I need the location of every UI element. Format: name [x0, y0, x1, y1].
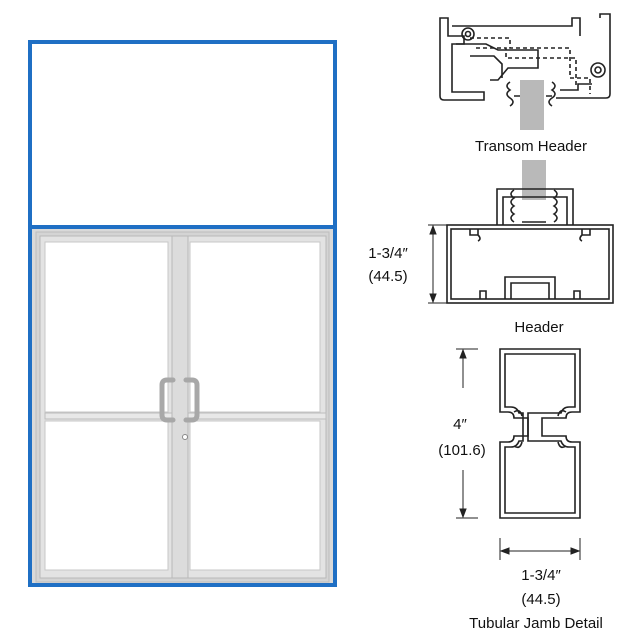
transom-glass-insert	[520, 80, 544, 130]
header-dimension-mm: (44.5)	[368, 268, 407, 285]
transom-panel	[28, 40, 337, 229]
jamb-width-mm: (44.5)	[521, 591, 560, 608]
right-door-upper-glass	[189, 241, 321, 413]
tubular-jamb-label: Tubular Jamb Detail	[469, 615, 603, 632]
right-door-handle	[183, 377, 200, 423]
right-door	[179, 235, 327, 579]
jamb-width-in: 1-3/4″	[521, 567, 561, 584]
door-elevation	[28, 40, 337, 587]
right-door-lower-glass	[189, 420, 321, 571]
left-door-handle	[159, 377, 176, 423]
left-door-push-bar	[44, 412, 177, 420]
left-door-lower-glass	[44, 420, 169, 571]
header-glass-insert	[522, 160, 546, 200]
jamb-width-dimension	[499, 538, 581, 560]
header-dimension	[428, 224, 447, 304]
left-door	[39, 235, 177, 579]
left-door-upper-glass	[44, 241, 169, 413]
lock-cylinder	[182, 434, 188, 440]
tubular-jamb-section	[499, 348, 581, 519]
transom-header-section	[439, 13, 611, 130]
jamb-height-mm: (101.6)	[438, 442, 486, 459]
jamb-height-in: 4″	[453, 416, 467, 433]
transom-header-label: Transom Header	[475, 138, 587, 155]
right-door-push-bar	[179, 412, 327, 420]
header-dimension-in: 1-3/4″	[368, 245, 408, 262]
header-section	[446, 160, 614, 304]
header-label: Header	[514, 319, 563, 336]
jamb-height-dimension	[456, 348, 478, 519]
